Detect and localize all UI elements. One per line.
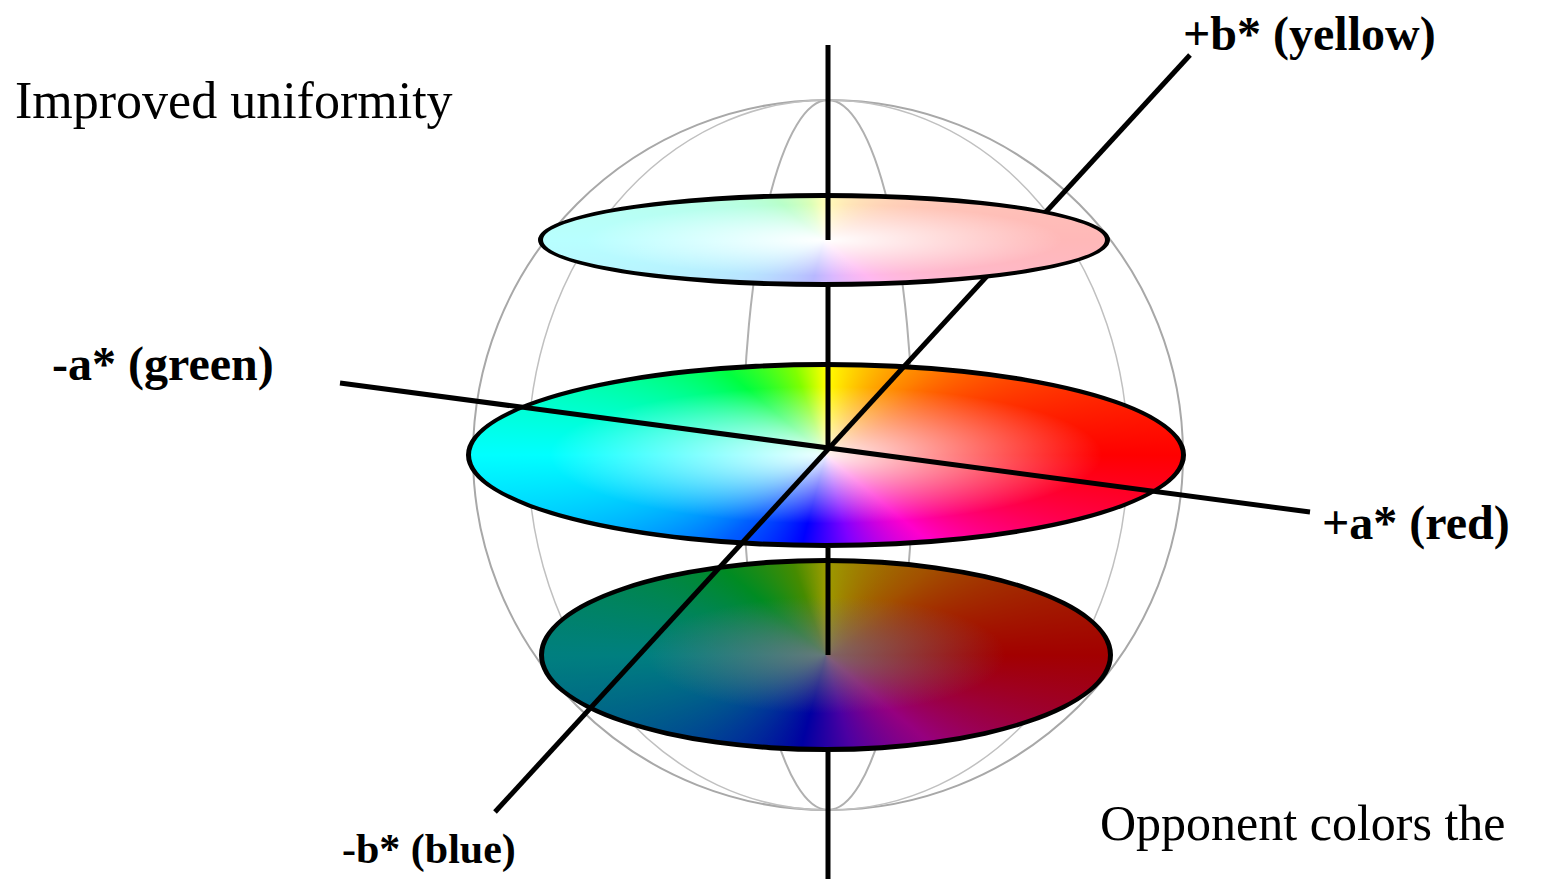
- light-slice: [538, 193, 1110, 287]
- axis-label: +a* (red): [1322, 497, 1510, 550]
- axis-label: -a* (green): [52, 338, 274, 391]
- axis-label: -b* (blue): [342, 826, 516, 872]
- axis-label: +b* (yellow): [1183, 8, 1436, 61]
- heading-note: Improved uniformity: [15, 72, 453, 129]
- note-text: Opponent colors the: [1100, 796, 1505, 851]
